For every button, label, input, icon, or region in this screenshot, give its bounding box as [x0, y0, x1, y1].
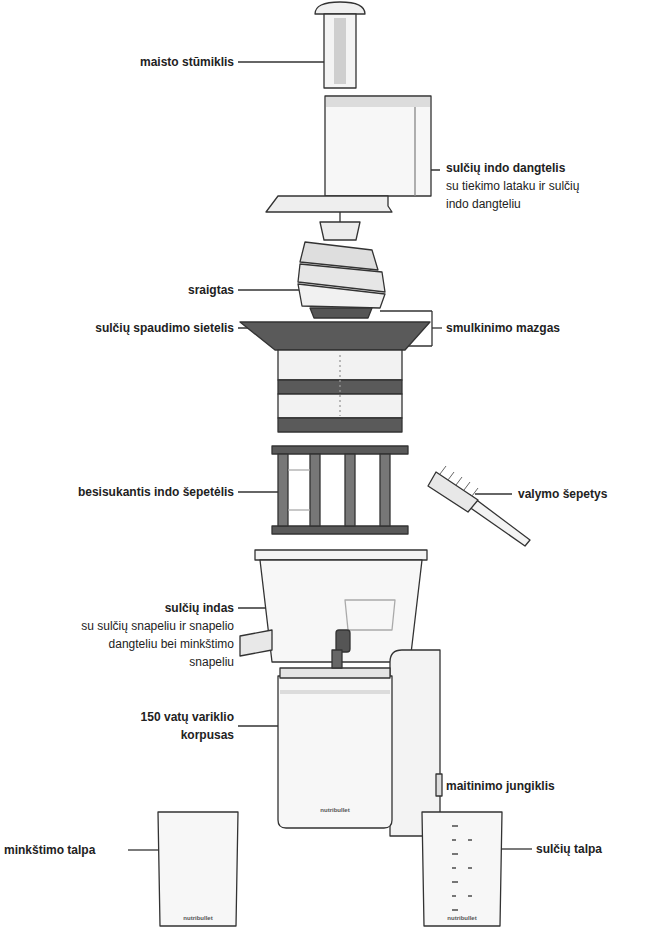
bracket-label: smulkinimo mazgas	[446, 319, 616, 337]
part-name: valymo šepetys	[518, 485, 648, 503]
brand-logo: nutribullet	[437, 914, 487, 922]
part-name: besisukantis indo šepetėlis	[14, 483, 234, 501]
part-name: maisto stūmiklis	[34, 53, 234, 71]
part-description: su tiekimo lataku ir sulčių indo dangtel…	[446, 177, 586, 213]
part-name: sulčių talpa	[536, 840, 646, 858]
part-name: sulčių indas	[34, 599, 234, 617]
brand-logo: nutribullet	[173, 914, 223, 922]
part-name: sraigtas	[34, 281, 234, 299]
part-name: sulčių indo dangtelis	[446, 159, 616, 177]
brand-logo: nutribullet	[310, 806, 360, 814]
part-name: sulčių spaudimo sietelis	[14, 319, 234, 337]
part-name: 150 vatų variklio korpusas	[104, 708, 234, 744]
part-name: maitinimo jungiklis	[446, 777, 616, 795]
part-description: su sulčių snapeliu ir snapelio dangteliu…	[76, 617, 234, 671]
part-name: minkštimo talpa	[4, 841, 124, 859]
